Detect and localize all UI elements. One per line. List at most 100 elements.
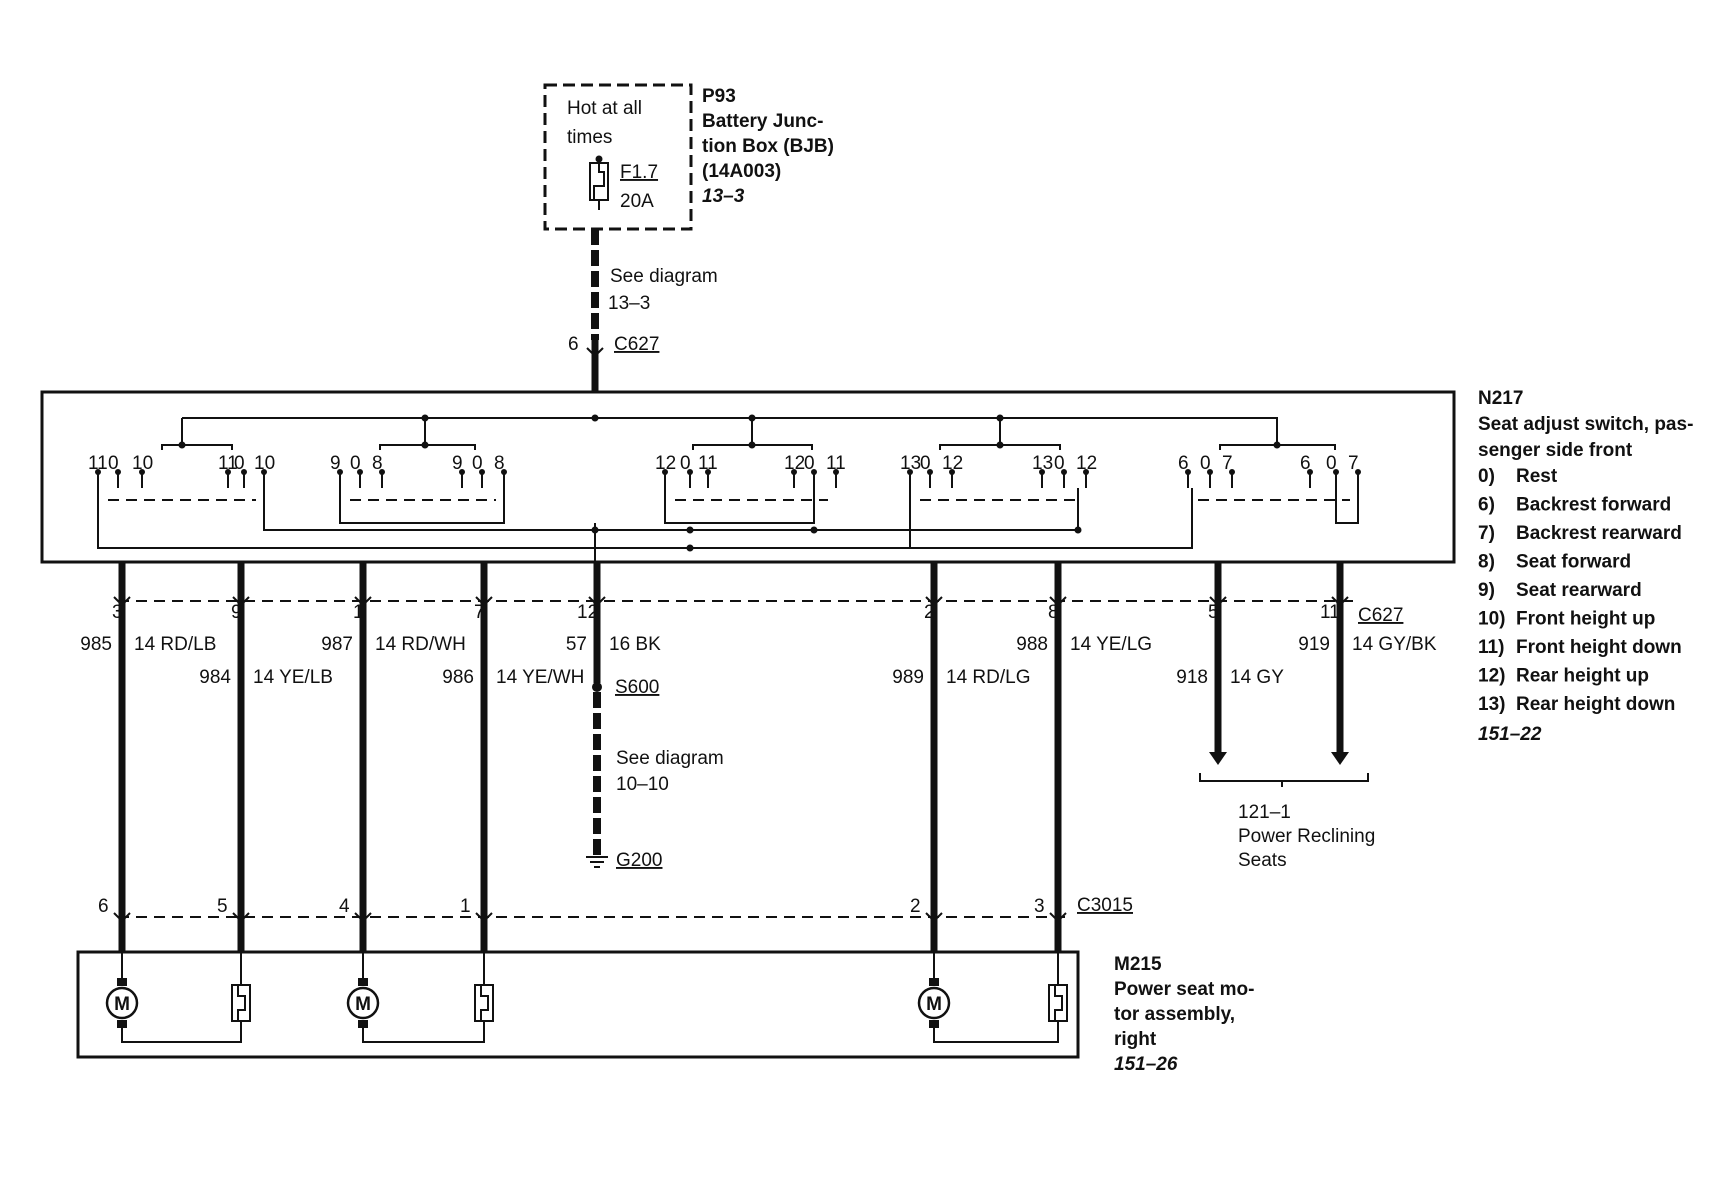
- circuit-breaker-icon: [231, 984, 251, 1022]
- feed-see-text-2: 13–3: [608, 293, 650, 314]
- contact-label: 11: [826, 453, 846, 474]
- connector-pin-mark: [475, 596, 493, 607]
- arrow-down-icon: [1209, 752, 1227, 765]
- contact-label: 0: [108, 453, 119, 474]
- connector-pin-mark: [925, 912, 943, 923]
- p93-dashed-box: [543, 83, 693, 231]
- p93-name-3: (14A003): [702, 161, 781, 182]
- breaker-element: [1054, 985, 1063, 1021]
- m215-ref: 151–26: [1114, 1054, 1178, 1075]
- legend-code: 8): [1478, 552, 1495, 573]
- m215-name-2: tor assembly,: [1114, 1004, 1235, 1025]
- wire-pin: 3: [112, 602, 123, 623]
- reclining-text-2: Seats: [1238, 850, 1287, 871]
- span-node: [178, 441, 186, 449]
- m215-name-1: Power seat mo-: [1114, 979, 1254, 1000]
- motor-brush: [929, 1020, 939, 1028]
- circuit-breaker-icon: [1048, 984, 1068, 1022]
- ground-branch: S600 See diagram 10–10 G200: [586, 677, 724, 871]
- motor-brush: [117, 1020, 127, 1028]
- contact-label: 0: [680, 453, 691, 474]
- contact-label: 0: [350, 453, 361, 474]
- contact-label: 8: [372, 453, 383, 474]
- span-node: [996, 441, 1004, 449]
- legend-text: Backrest forward: [1516, 495, 1671, 516]
- m215-name-3: right: [1114, 1029, 1157, 1050]
- motor-brush: [929, 978, 939, 986]
- contact-label: 12: [1076, 453, 1097, 474]
- c627-bottom-label: C627: [1358, 605, 1403, 626]
- motor-symbol: M: [114, 994, 130, 1015]
- wire-color: 14 RD/LB: [134, 634, 216, 655]
- bottom-pin: 3: [1034, 896, 1045, 917]
- wire-pin: 7: [474, 602, 485, 623]
- legend-code: 6): [1478, 495, 1495, 516]
- wire-circuit: 57: [566, 634, 587, 655]
- ground-bus-outer: [97, 488, 1193, 549]
- contact-label: 10: [132, 453, 153, 474]
- contact-label: 0: [804, 453, 815, 474]
- bus-node: [421, 414, 429, 422]
- contact-label: 0: [1054, 453, 1065, 474]
- motor-unit-1: M: [105, 952, 251, 1043]
- legend-text: Front height down: [1516, 637, 1682, 658]
- motor-symbol: M: [926, 994, 942, 1015]
- contact-label: 0: [920, 453, 931, 474]
- legend-code: 7): [1478, 523, 1495, 544]
- ground-node: [1074, 526, 1082, 534]
- connector-pin-mark: [354, 596, 372, 607]
- contact-label: 6: [1300, 453, 1311, 474]
- wire-pin: 9: [231, 602, 242, 623]
- legend-text: Seat forward: [1516, 552, 1631, 573]
- legend-text: Rear height up: [1516, 666, 1649, 687]
- connector-pin-mark: [232, 912, 250, 923]
- breaker-element: [480, 985, 489, 1021]
- legend-text: Rear height down: [1516, 694, 1675, 715]
- reclining-text-1: Power Reclining: [1238, 826, 1375, 847]
- p93-ref: 13–3: [702, 186, 745, 207]
- connector-pin-mark: [232, 596, 250, 607]
- n217-name-1: Seat adjust switch, pas-: [1478, 414, 1693, 435]
- feed-connector-c627: C627: [614, 334, 659, 355]
- motor-return: [121, 1028, 242, 1043]
- motor-icon: [346, 986, 380, 1020]
- legend-code: 9): [1478, 580, 1495, 601]
- feed-pin: 6: [568, 334, 579, 355]
- wire-circuit: 984: [199, 667, 231, 688]
- ground-icon: [586, 856, 608, 868]
- wire-circuit: 986: [442, 667, 474, 688]
- wire-color: 14 YE/LB: [253, 667, 333, 688]
- p93-name-2: tion Box (BJB): [702, 136, 834, 157]
- p93-hot-text-1: Hot at all: [567, 98, 642, 119]
- contact-label: 9: [330, 453, 341, 474]
- motor-icon: [917, 986, 951, 1020]
- p93-name-1: Battery Junc-: [702, 111, 823, 132]
- motor-symbol: M: [355, 994, 371, 1015]
- wire-color: 14 RD/LG: [946, 667, 1030, 688]
- legend-text: Backrest rearward: [1516, 523, 1682, 544]
- ground-link-a: [339, 488, 505, 524]
- legend-code: 12): [1478, 666, 1505, 687]
- wire-color: 16 BK: [609, 634, 661, 655]
- bottom-pin: 1: [460, 896, 471, 917]
- contact-label: 7: [1222, 453, 1233, 474]
- legend-code: 11): [1478, 637, 1504, 658]
- fuse-icon: [589, 155, 609, 210]
- bottom-pin: 6: [98, 896, 109, 917]
- p93-id: P93: [702, 86, 736, 107]
- ground-link-d: [1335, 488, 1359, 524]
- motor-return: [933, 1028, 1059, 1043]
- contact-label: 8: [494, 453, 505, 474]
- wire-circuit: 987: [321, 634, 353, 655]
- motor-unit-2: M: [346, 952, 494, 1043]
- circuit-breaker-icon: [474, 984, 494, 1022]
- splice-s600: S600: [615, 677, 659, 698]
